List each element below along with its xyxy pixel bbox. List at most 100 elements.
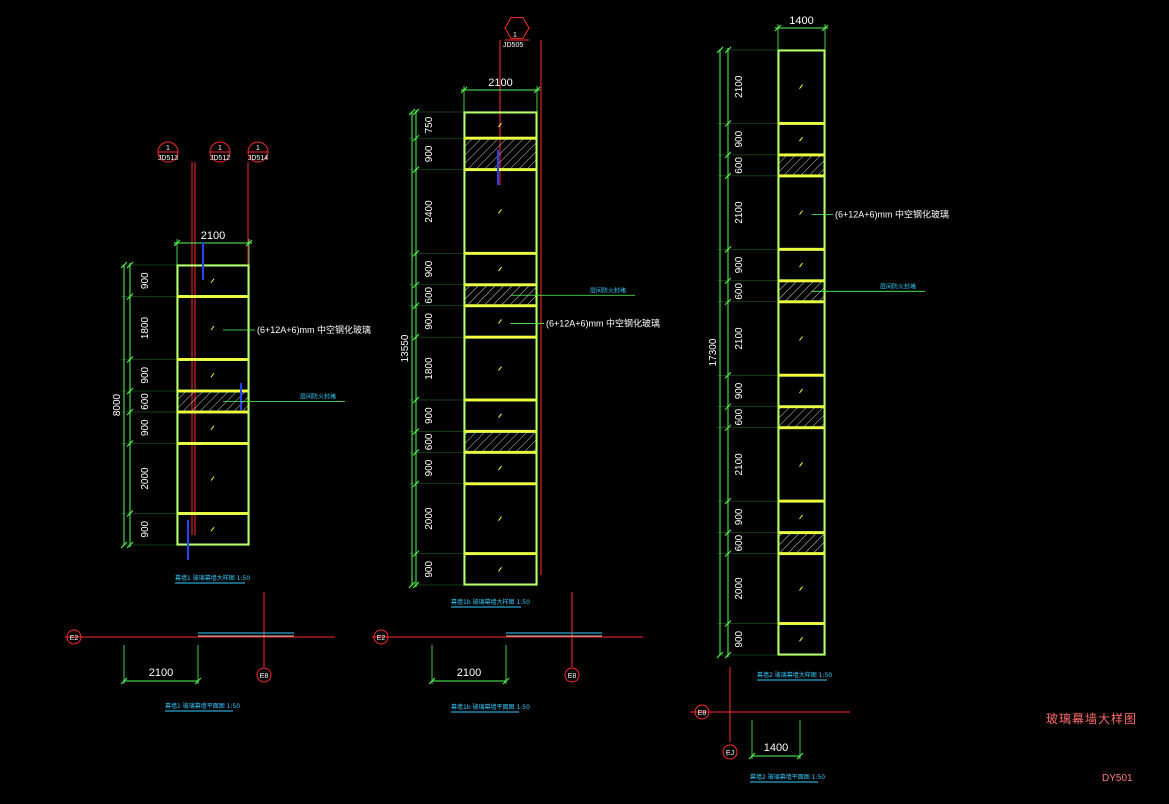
dimension-tick: [460, 86, 468, 94]
row-dimension-label: 900: [424, 313, 435, 330]
row-dimension-label: 900: [424, 561, 435, 578]
dimension-tick: [245, 239, 253, 247]
axis-label: E2: [377, 635, 386, 642]
row-dimension-label: 2100: [734, 453, 745, 476]
plan-caption: 幕墙1 玻璃幕墙平面图 1:50: [165, 702, 240, 710]
dimension-tick: [194, 677, 202, 685]
axis-label: E8: [698, 710, 707, 717]
row-dimension-label: 2100: [734, 327, 745, 350]
row-dimension-label: 2100: [734, 75, 745, 98]
dimension-tick: [126, 356, 134, 363]
dimension-tick: [724, 298, 732, 306]
row-dimension-label: 1800: [140, 316, 151, 339]
sheet-title: 玻璃幕墙大样图: [1046, 712, 1138, 726]
row-dimension-label: 900: [734, 630, 745, 647]
dimension-tick: [126, 440, 134, 447]
glass-mark: [210, 325, 215, 331]
glass-mark: [799, 462, 803, 467]
dimension-tick: [724, 371, 732, 379]
glass-mark: [799, 514, 803, 520]
dimension-tick: [724, 120, 732, 127]
callout-number: 1: [218, 145, 222, 152]
row-dimension-label: 600: [734, 157, 745, 174]
axis-bubble: [373, 629, 389, 645]
glass-mark: [210, 278, 215, 284]
dimension-tick: [126, 408, 134, 416]
row-dimension-label: 900: [734, 256, 745, 273]
dimension-tick: [412, 428, 420, 435]
total-height-label: 17300: [708, 338, 719, 366]
axis-bubble: [66, 629, 82, 645]
spandrel-panel: [778, 155, 825, 176]
callout-number: 1: [166, 145, 170, 152]
glass-mark: [799, 210, 803, 215]
dimension-tick: [412, 448, 420, 456]
callout-ref: JD513: [158, 155, 178, 162]
total-height-label: 8000: [112, 393, 123, 416]
row-dimension-label: 750: [424, 116, 435, 133]
row-dimension-label: 600: [734, 534, 745, 551]
dimension-tick: [412, 108, 420, 116]
dimension-tick: [724, 497, 732, 505]
dimension-tick: [748, 752, 756, 760]
callout-ref: JD505: [503, 42, 523, 49]
glass-mark: [210, 476, 215, 481]
dimension-tick: [821, 24, 829, 32]
sheet-number: DY501: [1102, 773, 1133, 784]
row-dimension-label: 600: [734, 283, 745, 300]
callout-ref: JD512: [210, 155, 230, 162]
plan-caption: 幕墙2 玻璃幕墙平面图 1:50: [750, 773, 825, 781]
plan-caption: 幕墙1b 玻璃幕墙平面图 1:50: [451, 703, 530, 711]
row-dimension-label: 600: [424, 286, 435, 303]
row-dimension-label: 1800: [424, 357, 435, 380]
glass-mark: [799, 136, 803, 142]
glass-mark: [498, 566, 502, 572]
callout-number: 1: [256, 145, 260, 152]
dimension-tick: [724, 550, 732, 557]
spandrel-panel: [778, 533, 825, 554]
dimension-tick: [412, 333, 420, 341]
dimension-tick: [126, 541, 134, 549]
callout-ref: JD514: [248, 155, 268, 162]
plan-dimension-label: 2100: [149, 667, 173, 679]
dimension-tick: [412, 581, 420, 589]
dimension-tick: [724, 46, 732, 54]
dimension-tick: [412, 480, 420, 488]
spandrel-note: 层间防火封堵: [590, 286, 626, 294]
dimension-tick: [173, 239, 181, 247]
axis-bubble: [256, 667, 272, 683]
dimension-tick: [724, 529, 732, 536]
width-label: 2100: [488, 77, 512, 89]
spandrel-panel: [464, 138, 537, 170]
dimension-tick: [724, 151, 732, 159]
dimension-tick: [408, 108, 416, 116]
spandrel-note: 层间防火封堵: [300, 393, 336, 401]
row-dimension-label: 900: [734, 382, 745, 399]
dimension-tick: [724, 403, 732, 411]
dimension-tick: [412, 396, 420, 404]
glass-mark: [498, 366, 502, 371]
glass-mark: [498, 319, 502, 324]
row-dimension-label: 900: [734, 130, 745, 147]
dimension-tick: [428, 677, 436, 685]
glass-mark: [498, 465, 502, 471]
axis-bubble: [722, 744, 738, 760]
width-label: 2100: [201, 230, 225, 242]
row-dimension-label: 600: [140, 393, 151, 410]
row-dimension-label: 2000: [424, 507, 435, 530]
callout-bubble: [504, 17, 530, 39]
row-dimension-label: 900: [140, 366, 151, 383]
glass-mark: [498, 266, 502, 272]
row-dimension-label: 600: [734, 408, 745, 425]
row-dimension-label: 2400: [424, 200, 435, 223]
glass-spec-note: (6+12A+6)mm 中空钢化玻璃: [835, 209, 949, 220]
elevation-caption: 幕墙1 玻璃幕墙大样图 1:50: [175, 574, 250, 582]
dimension-tick: [412, 166, 420, 173]
glass-mark: [799, 336, 803, 341]
glass-mark: [799, 586, 803, 591]
dimension-tick: [412, 281, 420, 289]
plan-dimension-label: 1400: [764, 742, 788, 754]
width-label: 1400: [789, 15, 813, 27]
curtain-wall-frame: [777, 49, 826, 656]
row-dimension-label: 600: [424, 433, 435, 450]
